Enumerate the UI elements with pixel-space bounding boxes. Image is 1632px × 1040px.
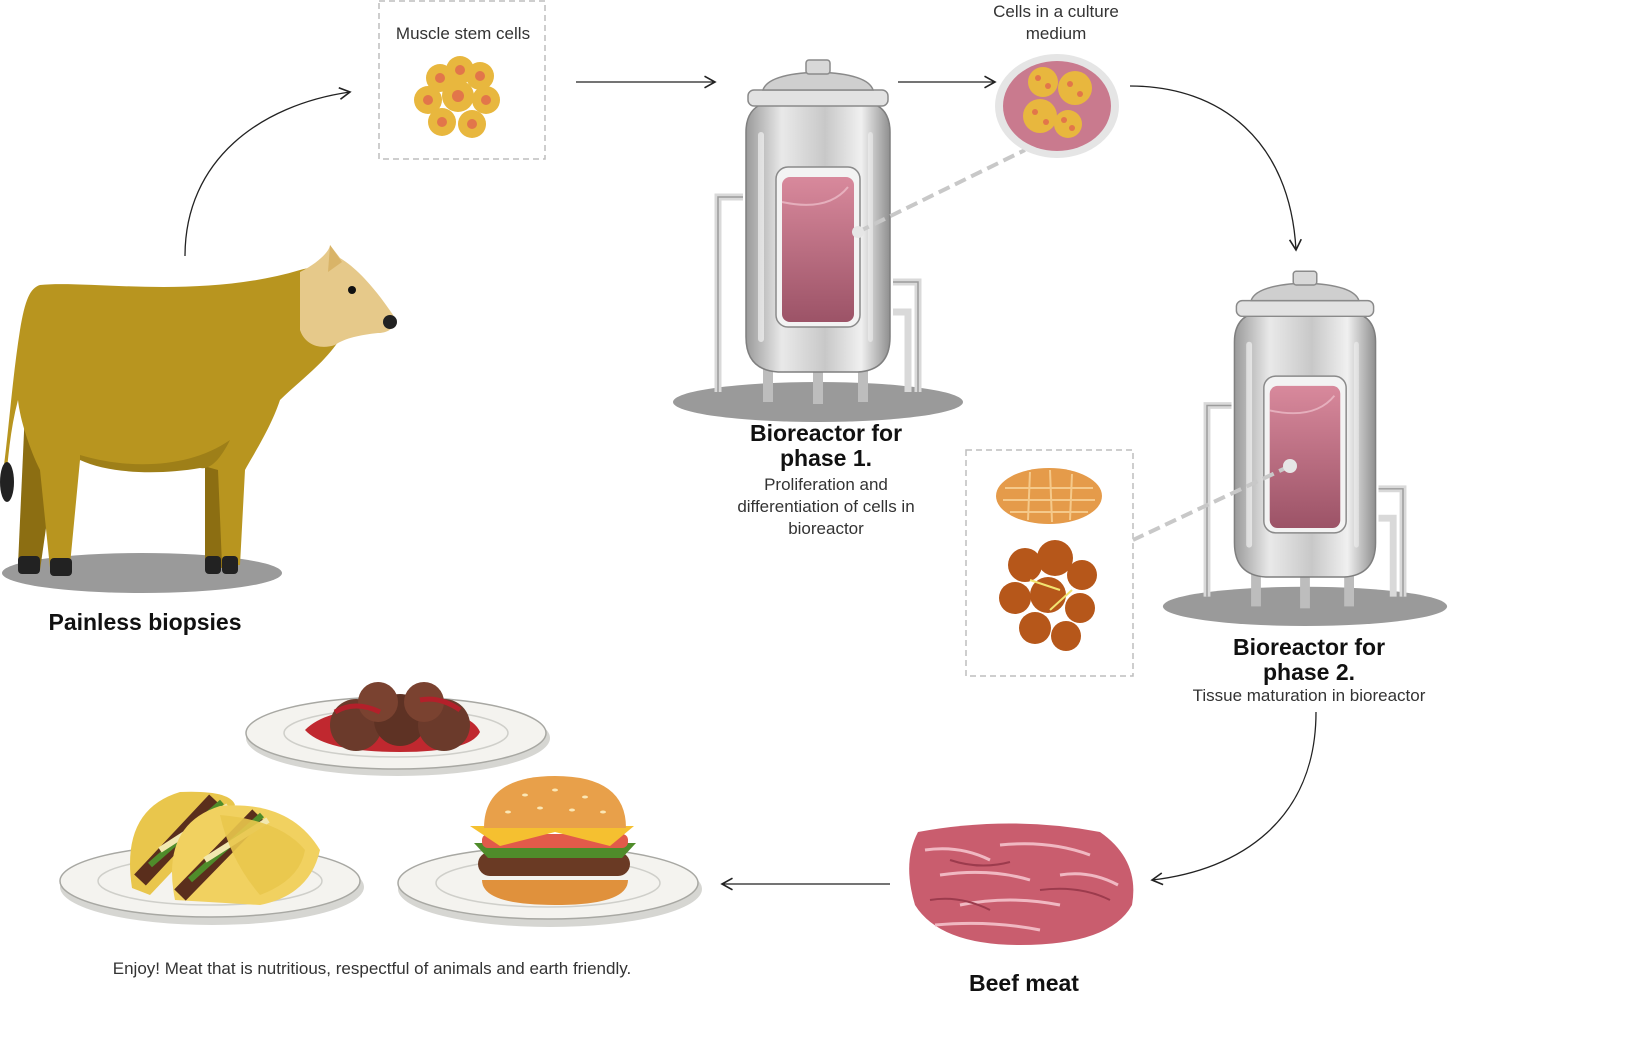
biopsy-label: Painless biopsies: [48, 609, 242, 635]
phase2-description: Tissue maturation in bioreactor: [1192, 686, 1426, 705]
ground-beef-icon: [909, 823, 1134, 945]
beef-label: Beef meat: [969, 970, 1079, 996]
phase2-title-line2: phase 2.: [1262, 659, 1356, 685]
phase1-title: Bioreactor for phase 1.: [710, 421, 942, 471]
flow-arrow-icon: [184, 75, 1317, 891]
phase1-title-line1: Bioreactor for: [749, 420, 903, 446]
phase1-desc-line1: Proliferation and: [764, 475, 888, 494]
phase2-title-line1: Bioreactor for: [1232, 634, 1386, 660]
culture-label-line2: medium: [1025, 24, 1087, 43]
muscle-tissue-icon: [965, 449, 1297, 677]
burger-plate-icon: [397, 776, 702, 927]
culture-label-line1: Cells in a culture: [993, 2, 1119, 21]
enjoy-caption: Enjoy! Meat that is nutritious, respectf…: [112, 959, 632, 978]
meatballs-plate-icon: [245, 682, 550, 776]
bioreactor-icon: [673, 60, 963, 422]
culture-dish-icon: [852, 54, 1119, 238]
cow-icon: [0, 245, 397, 593]
bioreactor-icon: [1163, 271, 1447, 626]
culture-medium-label: Cells in a culture medium: [985, 1, 1127, 45]
stem-cells-icon: [378, 0, 546, 160]
phase1-desc-line3: bioreactor: [788, 519, 864, 538]
phase2-title: Bioreactor for phase 2.: [1196, 635, 1422, 685]
phase1-description: Proliferation and differentiation of cel…: [710, 474, 942, 540]
tacos-plate-icon: [59, 791, 364, 925]
phase1-title-line2: phase 1.: [779, 445, 873, 471]
stem-cells-label: Muscle stem cells: [395, 24, 531, 43]
phase1-desc-line2: differentiation of cells in: [737, 497, 915, 516]
